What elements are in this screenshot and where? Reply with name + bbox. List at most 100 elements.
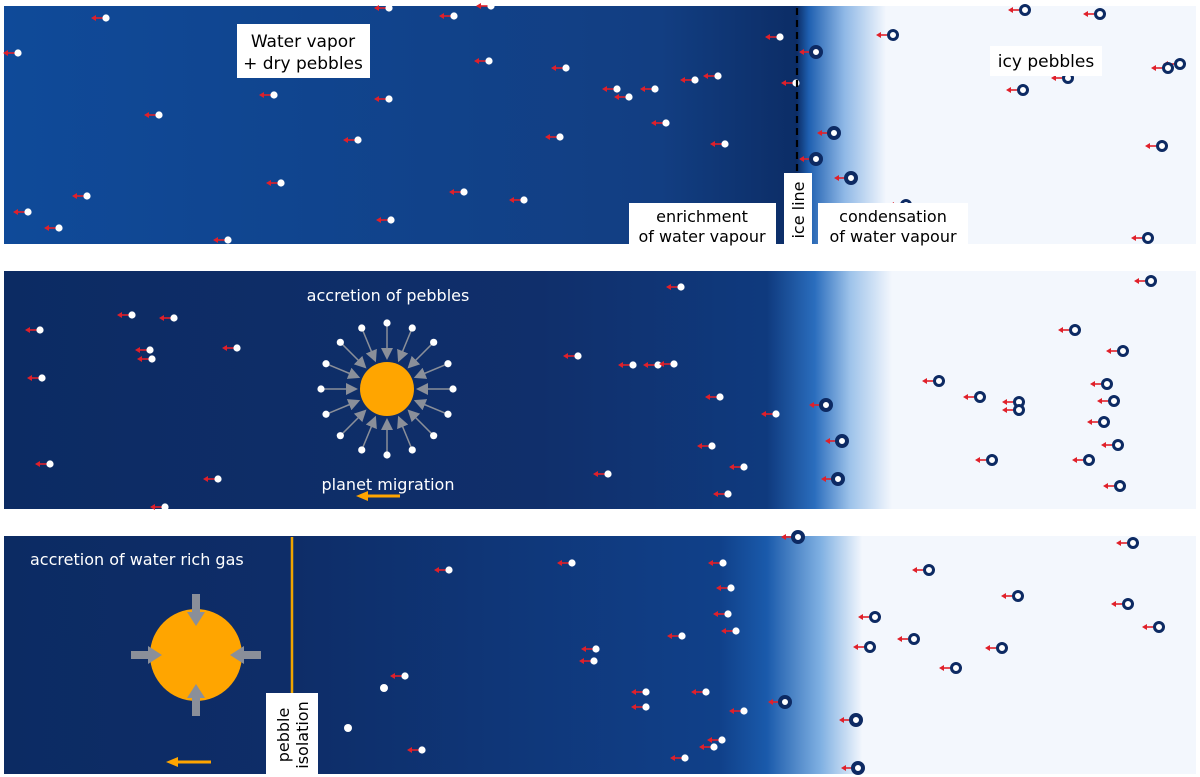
pebble-icy-icon	[817, 126, 841, 140]
condensation-label-box	[818, 203, 968, 247]
pebble-icy-icon	[1072, 454, 1095, 466]
pebble-icy-icon	[768, 695, 792, 709]
pebble-dry-icon	[159, 314, 178, 322]
pebble-icy-icon	[858, 611, 881, 623]
pebble-icy-icon	[912, 564, 935, 576]
pebble-icy-icon	[1101, 439, 1124, 451]
pebble-dry-icon	[579, 657, 598, 665]
pebble-icy-icon	[1001, 590, 1024, 602]
pebble-dry-icon	[144, 111, 163, 119]
pebble-dry-icon	[708, 559, 727, 567]
pebble-dry-icon	[713, 490, 732, 498]
pebble-dry-icon	[631, 688, 650, 696]
pebble-dry-icon	[618, 361, 637, 369]
pebble-dry-icon	[444, 360, 452, 368]
pebble-dry-icon	[117, 311, 136, 319]
pebble-icy-icon	[1106, 345, 1129, 357]
pebble-dry-icon	[761, 410, 780, 418]
pebble-icy-icon	[1116, 537, 1139, 549]
pebble-dry-icon	[667, 632, 686, 640]
pebble-dry-icon	[72, 192, 91, 200]
pebble-dry-icon	[703, 72, 722, 80]
pebble-icy-icon	[821, 472, 845, 486]
pebble-dry-icon	[581, 645, 600, 653]
planet-migration-label: planet migration	[322, 475, 455, 494]
accretion-arrow	[407, 341, 435, 369]
pebble-dry-icon	[716, 584, 735, 592]
pebble-icy-icon	[922, 375, 945, 387]
pebble-icy-icon	[809, 398, 833, 412]
pebble-icy-icon	[1111, 598, 1134, 610]
pebble-dry-icon	[729, 707, 748, 715]
pebble-dry-icon	[659, 360, 678, 368]
pebble-icy-icon	[939, 662, 962, 674]
pebble-icy-icon	[1008, 4, 1031, 16]
pebble-dry-icon	[666, 283, 685, 291]
pebble-dry-icon	[408, 446, 416, 454]
pebble-dry-icon	[374, 4, 393, 12]
pebble-dry-icon	[44, 224, 63, 232]
pebble-icy-icon	[1002, 404, 1025, 416]
pebble-dry-icon	[344, 724, 352, 732]
pebble-dry-icon	[213, 236, 232, 244]
pebble-icy-icon	[1058, 324, 1081, 336]
pebble-dry-icon	[430, 432, 438, 440]
water-vapor-label-box	[237, 24, 370, 78]
pebble-dry-icon	[713, 610, 732, 618]
pebble-icy-icon	[1142, 621, 1165, 633]
pebble-dry-icon	[707, 736, 726, 744]
pebble-dry-icon	[643, 361, 662, 369]
pebble-dry-icon	[444, 410, 452, 418]
pebble-icy-icon	[839, 713, 863, 727]
panel-top-background	[4, 6, 1196, 244]
pebble-icy-icon	[897, 633, 920, 645]
pebble-dry-icon	[13, 208, 32, 216]
pebble-dry-icon	[336, 338, 344, 346]
gas-accretion-arrows	[131, 594, 261, 716]
pebble-dry-icon	[651, 119, 670, 127]
pebble-dry-icon	[721, 627, 740, 635]
pebble-icy-icon	[799, 152, 823, 166]
planet-icon	[360, 362, 414, 416]
accretion-arrow	[325, 399, 361, 415]
pebble-icy-icon	[1087, 416, 1110, 428]
pebble-dry-icon	[383, 319, 391, 327]
pebble-dry-icon	[729, 463, 748, 471]
condensation-label-line2: of water vapour	[829, 227, 957, 246]
pebble-dry-icon	[35, 460, 54, 468]
pebble-dry-icon	[765, 33, 784, 41]
pebble-dry-icon	[322, 360, 330, 368]
pebble-dry-icon	[439, 12, 458, 20]
panel-middle-background	[4, 271, 1196, 509]
ice-line-label: ice line	[789, 181, 808, 238]
pebble-icy-icon	[1131, 232, 1154, 244]
pebble-dry-icon	[430, 338, 438, 346]
accretion-arrow	[397, 327, 413, 363]
pebble-dry-icon	[680, 76, 699, 84]
pebble-dry-icon	[705, 393, 724, 401]
accretion-arrow	[413, 399, 449, 415]
pebble-dry-icon	[593, 470, 612, 478]
pebble-dry-icon	[476, 2, 495, 10]
pebble-dry-icon	[434, 566, 453, 574]
pebble-isolation-label-box	[266, 693, 318, 777]
pebble-dry-icon	[135, 346, 154, 354]
pebble-dry-icon	[358, 324, 366, 332]
condensation-label-line1: condensation	[839, 207, 947, 226]
pebble-icy-icon	[834, 171, 858, 185]
pebble-isolation-label-line2: isolation	[293, 701, 312, 768]
pebble-dry-icon	[3, 49, 22, 57]
pebble-dry-icon	[390, 672, 409, 680]
pebble-dry-icon	[222, 344, 241, 352]
pebble-icy-icon	[1083, 8, 1106, 20]
pebble-dry-icon	[640, 85, 659, 93]
pebble-dry-icon	[670, 754, 689, 762]
pebble-dry-icon	[691, 688, 710, 696]
migration-arrow-icon	[356, 491, 400, 501]
pebble-icy-icon	[876, 29, 899, 41]
planet-icon	[150, 609, 242, 701]
pebble-dry-icon	[474, 57, 493, 65]
ice-line-label-box	[784, 173, 812, 247]
pebble-icy-icon	[781, 530, 805, 544]
